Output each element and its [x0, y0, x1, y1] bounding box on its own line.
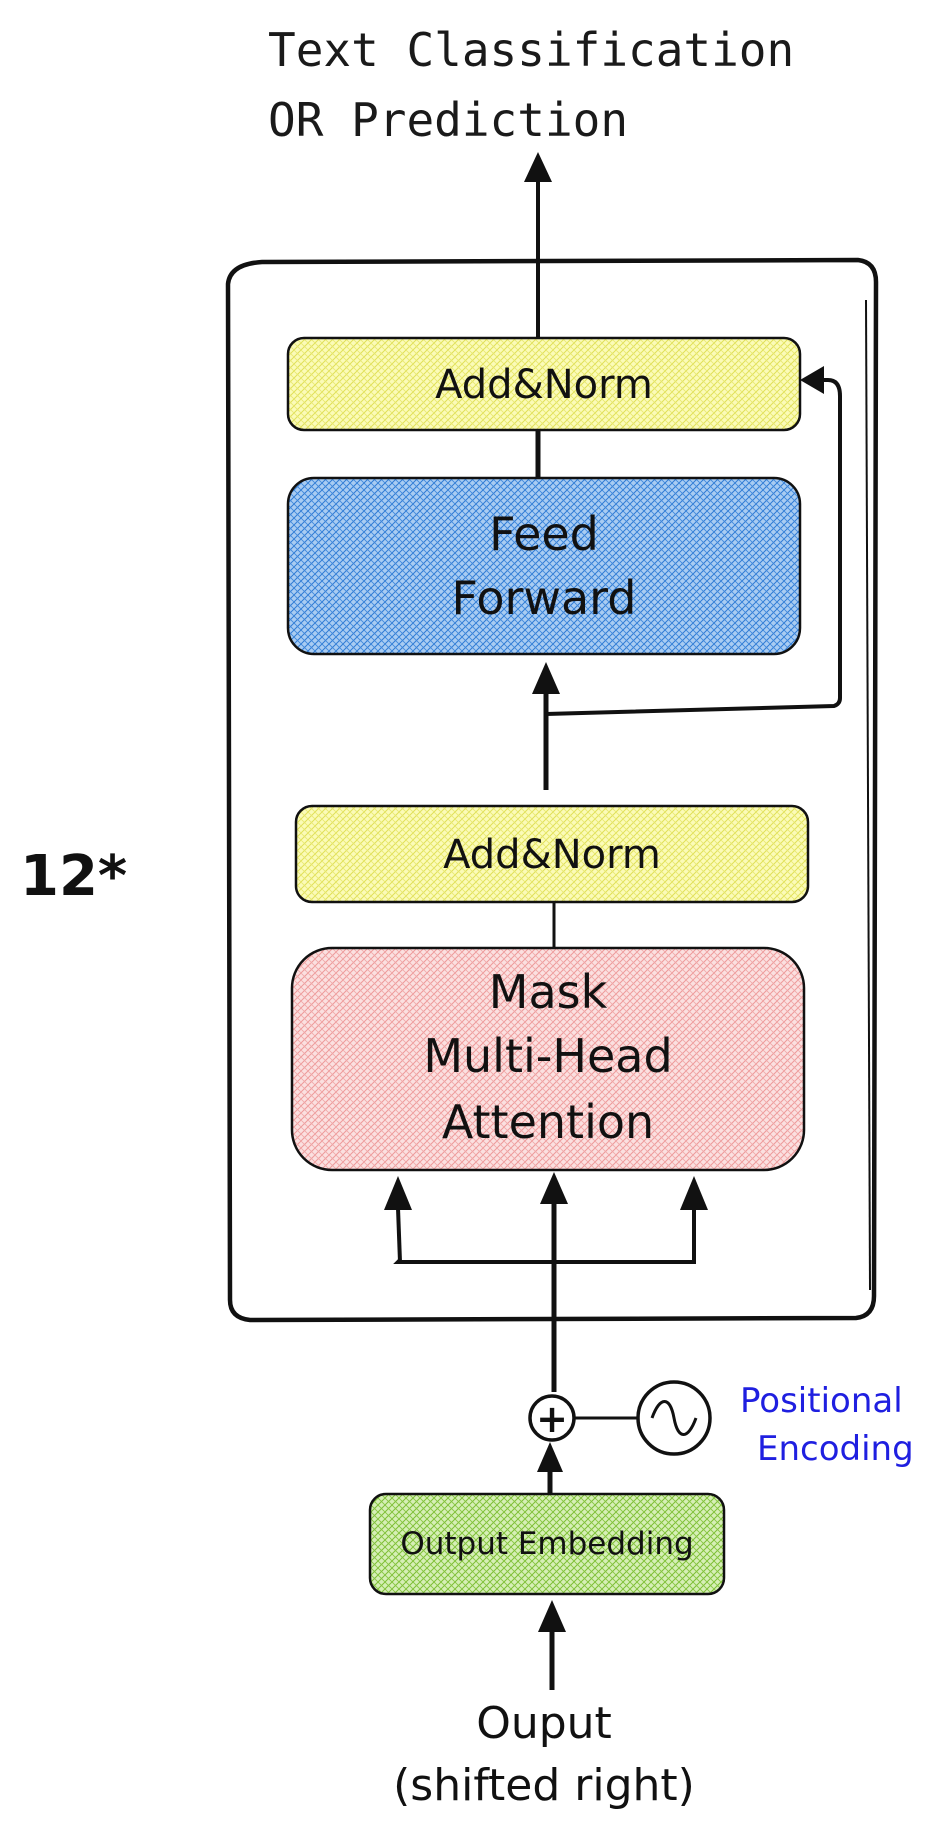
- feed-forward-label-line-1: Feed: [489, 507, 599, 561]
- positional-encoding-label-line-2: Encoding: [757, 1429, 914, 1469]
- addnorm-to-ff-arrowhead: [532, 662, 560, 694]
- add-norm-top-label: Add&Norm: [435, 362, 653, 408]
- input-to-embedding-arrowhead: [538, 1600, 566, 1632]
- adder-plus-icon: +: [536, 1397, 568, 1441]
- query-arrowhead: [384, 1176, 412, 1210]
- decoder-layer-frame: [225, 257, 879, 1323]
- title-line-1: Text Classification: [268, 23, 794, 77]
- embedding-to-adder-arrowhead: [537, 1442, 563, 1472]
- sine-wave-icon: [650, 1400, 698, 1436]
- residual-connection-line: [545, 378, 842, 716]
- frame-sketch-stroke: [865, 299, 871, 1291]
- query-arrow-line: [396, 1207, 402, 1263]
- masked-attention-label-line-3: Attention: [442, 1095, 654, 1149]
- add-norm-bottom-block: [294, 804, 810, 904]
- residual-connection-arrowhead: [800, 366, 824, 394]
- output-embedding-label: Output Embedding: [400, 1526, 693, 1562]
- masked-attention-block: [290, 946, 806, 1172]
- input-label-line-2: (shifted right): [393, 1760, 695, 1811]
- add-norm-top-block: [286, 336, 802, 432]
- input-label-line-1: Ouput: [476, 1698, 612, 1749]
- feed-forward-label-line-2: Forward: [452, 571, 637, 625]
- value-arrowhead: [540, 1172, 568, 1204]
- key-arrowhead: [680, 1176, 708, 1210]
- add-norm-bottom-label: Add&Norm: [443, 832, 661, 878]
- output-arrowhead: [524, 152, 552, 182]
- positional-encoding-label-line-1: Positional: [740, 1381, 903, 1421]
- feed-forward-block: [286, 476, 802, 656]
- qkv-branch-line: [393, 1258, 696, 1264]
- repeat-count-label: 12*: [20, 844, 127, 909]
- output-embedding-block: [368, 1492, 726, 1596]
- title-line-2: OR Prediction: [268, 93, 628, 147]
- masked-attention-label-line-2: Multi-Head: [423, 1029, 672, 1083]
- masked-attention-label-line-1: Mask: [489, 965, 608, 1019]
